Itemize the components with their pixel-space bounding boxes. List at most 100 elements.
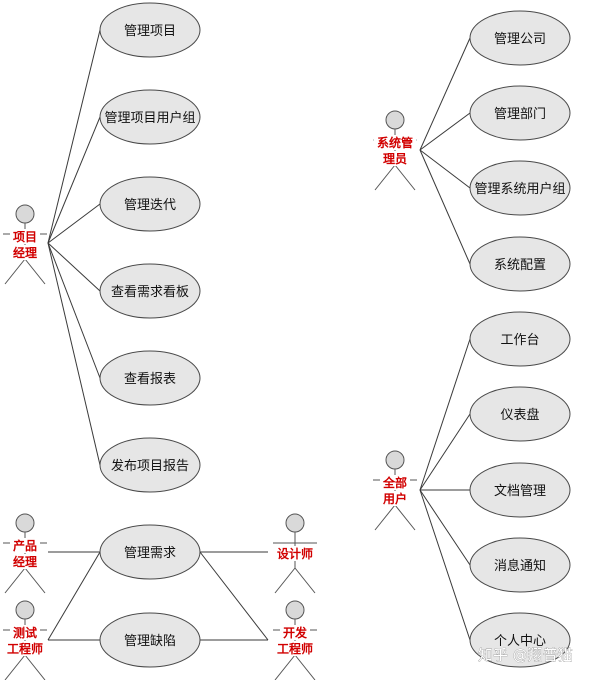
actor-head-icon: [285, 513, 305, 533]
actor-designer: 设计师: [273, 513, 317, 594]
association-line-pm-manage-iteration: [47, 203, 101, 244]
usecase-label: 管理项目用户组: [104, 110, 195, 126]
actor-head-icon: [285, 600, 305, 620]
usecase-ellipse: [99, 437, 201, 493]
usecase-view-report: 查看报表: [99, 350, 201, 406]
actor-label: 测试: [13, 625, 37, 640]
usecase-label: 管理需求: [124, 546, 176, 561]
association-line-pm-publish-project-report: [47, 242, 101, 466]
actor-label-backdrop: [373, 135, 417, 150]
actor-head-icon: [15, 513, 35, 533]
usecase-label: 工作台: [500, 333, 539, 348]
usecase-label: 管理缺陷: [124, 634, 176, 649]
association-line-developer-manage-requirements: [199, 551, 269, 641]
actor-label-backdrop: [10, 245, 40, 260]
usecase-label: 管理项目: [124, 24, 176, 39]
usecase-message-notification: 消息通知: [469, 537, 571, 593]
usecase-label: 消息通知: [494, 558, 546, 574]
usecase-manage-project: 管理项目: [99, 2, 201, 58]
usecase-label: 仪表盘: [500, 407, 539, 423]
association-line-sysadmin-manage-system-usergroup: [419, 149, 471, 189]
usecase-ellipse: [469, 537, 571, 593]
association-line-allusers-message-notification: [419, 489, 471, 566]
usecase-manage-requirements: 管理需求: [99, 524, 201, 580]
usecase-system-config: 系统配置: [469, 236, 571, 292]
actor-label: 工程师: [7, 641, 43, 656]
usecase-document-management: 文档管理: [469, 462, 571, 518]
actor-label: 项目: [13, 230, 37, 244]
usecase-label: 系统配置: [494, 258, 546, 273]
actor-left-leg: [374, 504, 396, 531]
association-line-pm-manage-project-usergroup: [47, 116, 101, 244]
association-line-allusers-workbench: [419, 338, 471, 491]
actor-right-leg: [294, 654, 316, 680]
actor-label: 开发: [283, 625, 308, 640]
actor-head-icon: [385, 110, 405, 130]
usecase-ellipse: [469, 10, 571, 66]
usecase-ellipse: [469, 386, 571, 442]
usecase-personal-center: 个人中心: [469, 612, 571, 668]
usecase-manage-defects: 管理缺陷: [99, 612, 201, 668]
association-line-tester-manage-requirements: [47, 551, 101, 641]
usecase-ellipse: [99, 2, 201, 58]
usecase-ellipse: [469, 160, 571, 216]
usecase-manage-department: 管理部门: [469, 85, 571, 141]
usecase-manage-project-usergroup: 管理项目用户组: [99, 89, 201, 145]
actor-head-icon: [15, 204, 35, 224]
actor-label-backdrop: [10, 229, 40, 244]
usecase-ellipse: [469, 462, 571, 518]
usecase-publish-project-report: 发布项目报告: [99, 437, 201, 493]
edges-layer: [47, 29, 471, 641]
usecase-label: 文档管理: [494, 484, 546, 499]
actor-label-backdrop: [10, 538, 40, 553]
actor-right-leg: [24, 258, 46, 285]
watermark: 知乎 @翔普猫: [478, 646, 573, 665]
usecase-ellipse: [99, 176, 201, 232]
usecase-label: 个人中心: [494, 634, 546, 649]
usecase-label: 管理迭代: [124, 198, 176, 213]
actor-label-backdrop: [10, 554, 40, 569]
usecase-ellipse: [469, 311, 571, 367]
association-line-allusers-dashboard: [419, 413, 471, 491]
association-line-pm-view-report: [47, 242, 101, 379]
watermark-text: 知乎 @翔普猫: [478, 646, 573, 664]
actor-label-backdrop: [273, 641, 317, 656]
usecase-label: 发布项目报告: [111, 458, 189, 474]
actor-label: 用户: [382, 491, 407, 506]
actor-label: 经理: [13, 245, 37, 260]
usecase-manage-company: 管理公司: [469, 10, 571, 66]
usecase-label: 管理部门: [494, 107, 546, 122]
usecase-ellipse: [469, 85, 571, 141]
actor-label-backdrop: [10, 625, 40, 640]
usecase-label: 管理系统用户组: [474, 181, 565, 197]
usecase-manage-iteration: 管理迭代: [99, 176, 201, 232]
actor-left-leg: [4, 654, 26, 680]
actor-right-leg: [394, 504, 416, 531]
association-line-sysadmin-system-config: [419, 149, 471, 265]
actor-label: 工程师: [277, 641, 313, 656]
actor-label-backdrop: [3, 641, 47, 656]
actor-left-leg: [4, 567, 26, 594]
actor-label-backdrop: [380, 475, 410, 490]
usecase-ellipse: [99, 89, 201, 145]
actor-right-leg: [394, 164, 416, 191]
actor-label: 理员: [383, 152, 407, 166]
actor-label: 产品: [13, 538, 37, 553]
usecase-manage-system-usergroup: 管理系统用户组: [469, 160, 571, 216]
usecase-ellipse: [99, 612, 201, 668]
actor-label: 系统管: [377, 135, 413, 150]
usecase-label: 查看报表: [124, 371, 176, 387]
actor-left-leg: [4, 258, 26, 285]
actor-left-leg: [274, 567, 296, 594]
usecase-workbench: 工作台: [469, 311, 571, 367]
actor-head-icon: [15, 600, 35, 620]
actor-label-backdrop: [273, 546, 317, 561]
